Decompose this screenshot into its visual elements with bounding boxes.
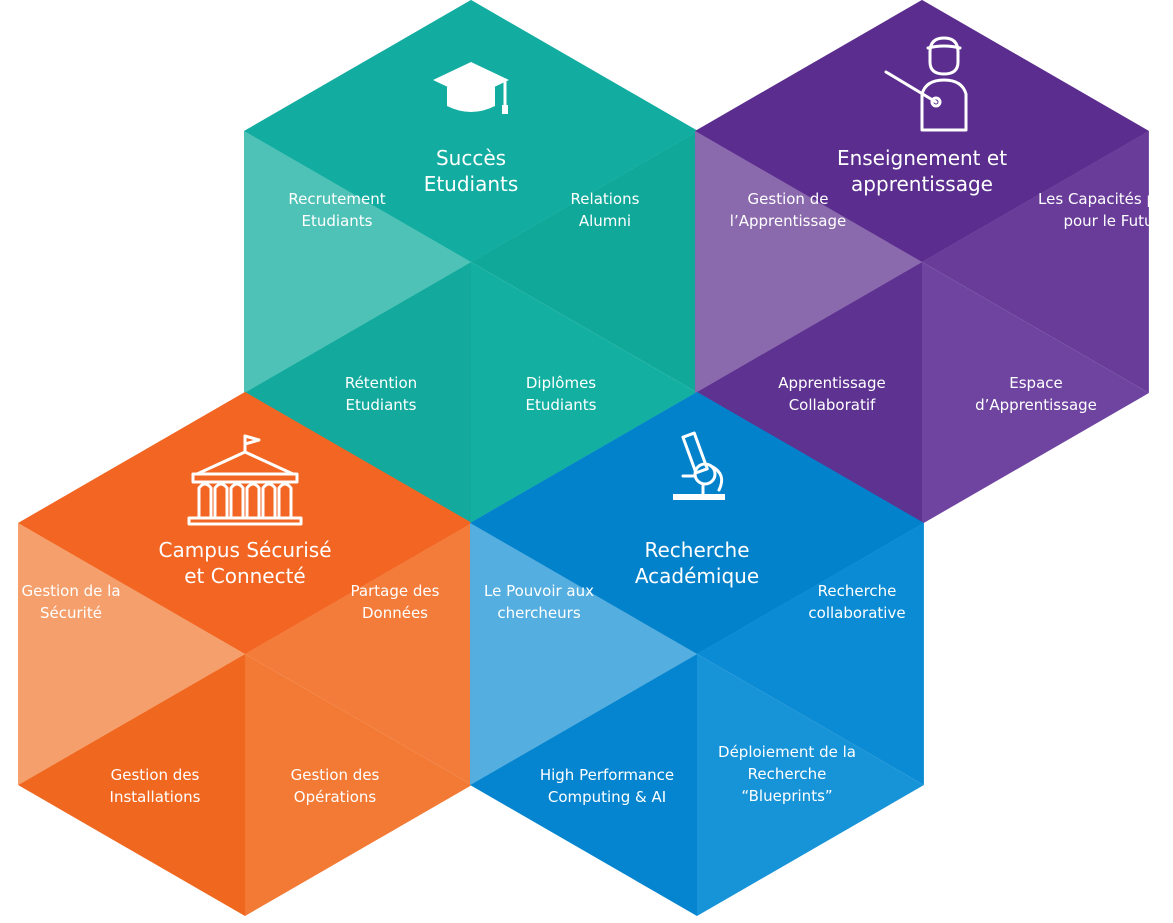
hex-succes-label: Rétention [345,374,417,392]
hex-succes-label: Recrutement [288,190,385,208]
hex-enseignement-label: Collaboratif [789,396,876,414]
hex-recherche-segment-bottom-left [470,654,697,916]
hex-campus-label: Opérations [294,788,377,806]
hex-succes-title-line: Etudiants [424,172,519,196]
hex-succes-label: Etudiants [302,212,373,230]
university-building-icon [187,434,303,526]
hex-succes-segment-right [471,131,698,393]
hex-recherche-label: Recherche [748,765,827,783]
hex-recherche-title-line: Académique [635,564,759,588]
hex-recherche-title-area [470,392,924,654]
microscope-icon [673,431,725,500]
hex-enseignement-upper-left-region [695,131,922,393]
hex-recherche-label: Computing & AI [548,788,666,806]
hex-succes-segment-bottom-left [244,262,471,524]
hex-enseignement-label: Apprentissage [778,374,886,392]
hex-campus-label: Gestion des [291,766,380,784]
hex-campus-segment-bottom-right [245,654,472,916]
hex-campus-label: Installations [110,788,201,806]
hex-recherche-label: collaborative [808,604,905,622]
hex-succes-label: Etudiants [526,396,597,414]
hex-campus-label: Données [362,604,428,622]
hex-succes-label: Diplômes [526,374,596,392]
hex-enseignement-segment-right [922,131,1149,393]
hex-enseignement-label: pour le Future [1063,212,1168,230]
hex-campus-title-line: Campus Sécurisé [158,538,331,562]
hex-campus-label: Gestion de la [21,582,120,600]
hex-succes-segment-bottom-right [471,262,698,524]
hex-recherche-segment-bottom-right [697,654,924,916]
hex-succes-title-area [244,0,698,262]
hex-campus-title-line: et Connecté [184,564,306,588]
hex-recherche-label: Déploiement de la [718,743,856,761]
hex-succes-label: Alumni [579,212,631,230]
hex-campus-upper-left-region [18,523,245,785]
hex-campus-label: Gestion des [111,766,200,784]
hex-recherche-label: High Performance [540,766,674,784]
graduation-cap-icon [433,62,509,114]
hex-campus-label: Partage des [351,582,440,600]
hexagon-succes[interactable]: SuccèsEtudiantsRecrutementEtudiantsRelat… [244,0,698,524]
hex-enseignement-title-line: Enseignement et [837,146,1007,170]
hex-recherche-label: Recherche [818,582,897,600]
hex-recherche-label: Le Pouvoir aux [484,582,594,600]
hex-recherche-label: chercheurs [497,604,580,622]
hex-recherche-title-line: Recherche [644,538,749,562]
hex-succes-label: Etudiants [346,396,417,414]
hex-succes-label: Relations [571,190,640,208]
hex-enseignement-title-line: apprentissage [851,172,993,196]
hex-enseignement-label: Les Capacités prêtes [1038,190,1173,208]
hex-enseignement-segment-bottom-right [922,262,1149,524]
hex-campus-segment-right [245,523,472,785]
hex-succes-upper-left-region [244,131,471,393]
hex-recherche-segment-right [697,523,924,785]
hex-enseignement-label: l’Apprentissage [730,212,846,230]
hex-campus-segment-bottom-left [18,654,245,916]
hex-enseignement-label: d’Apprentissage [975,396,1097,414]
hex-recherche-label: “Blueprints” [741,787,832,805]
hex-campus-label: Sécurité [40,604,102,622]
hex-enseignement-label: Gestion de [748,190,829,208]
hex-enseignement-label: Espace [1009,374,1062,392]
hex-succes-title-line: Succès [436,146,506,170]
hex-recherche-upper-left-region [470,523,697,785]
hex-enseignement-segment-bottom-left [695,262,922,524]
teacher-icon [884,36,968,132]
